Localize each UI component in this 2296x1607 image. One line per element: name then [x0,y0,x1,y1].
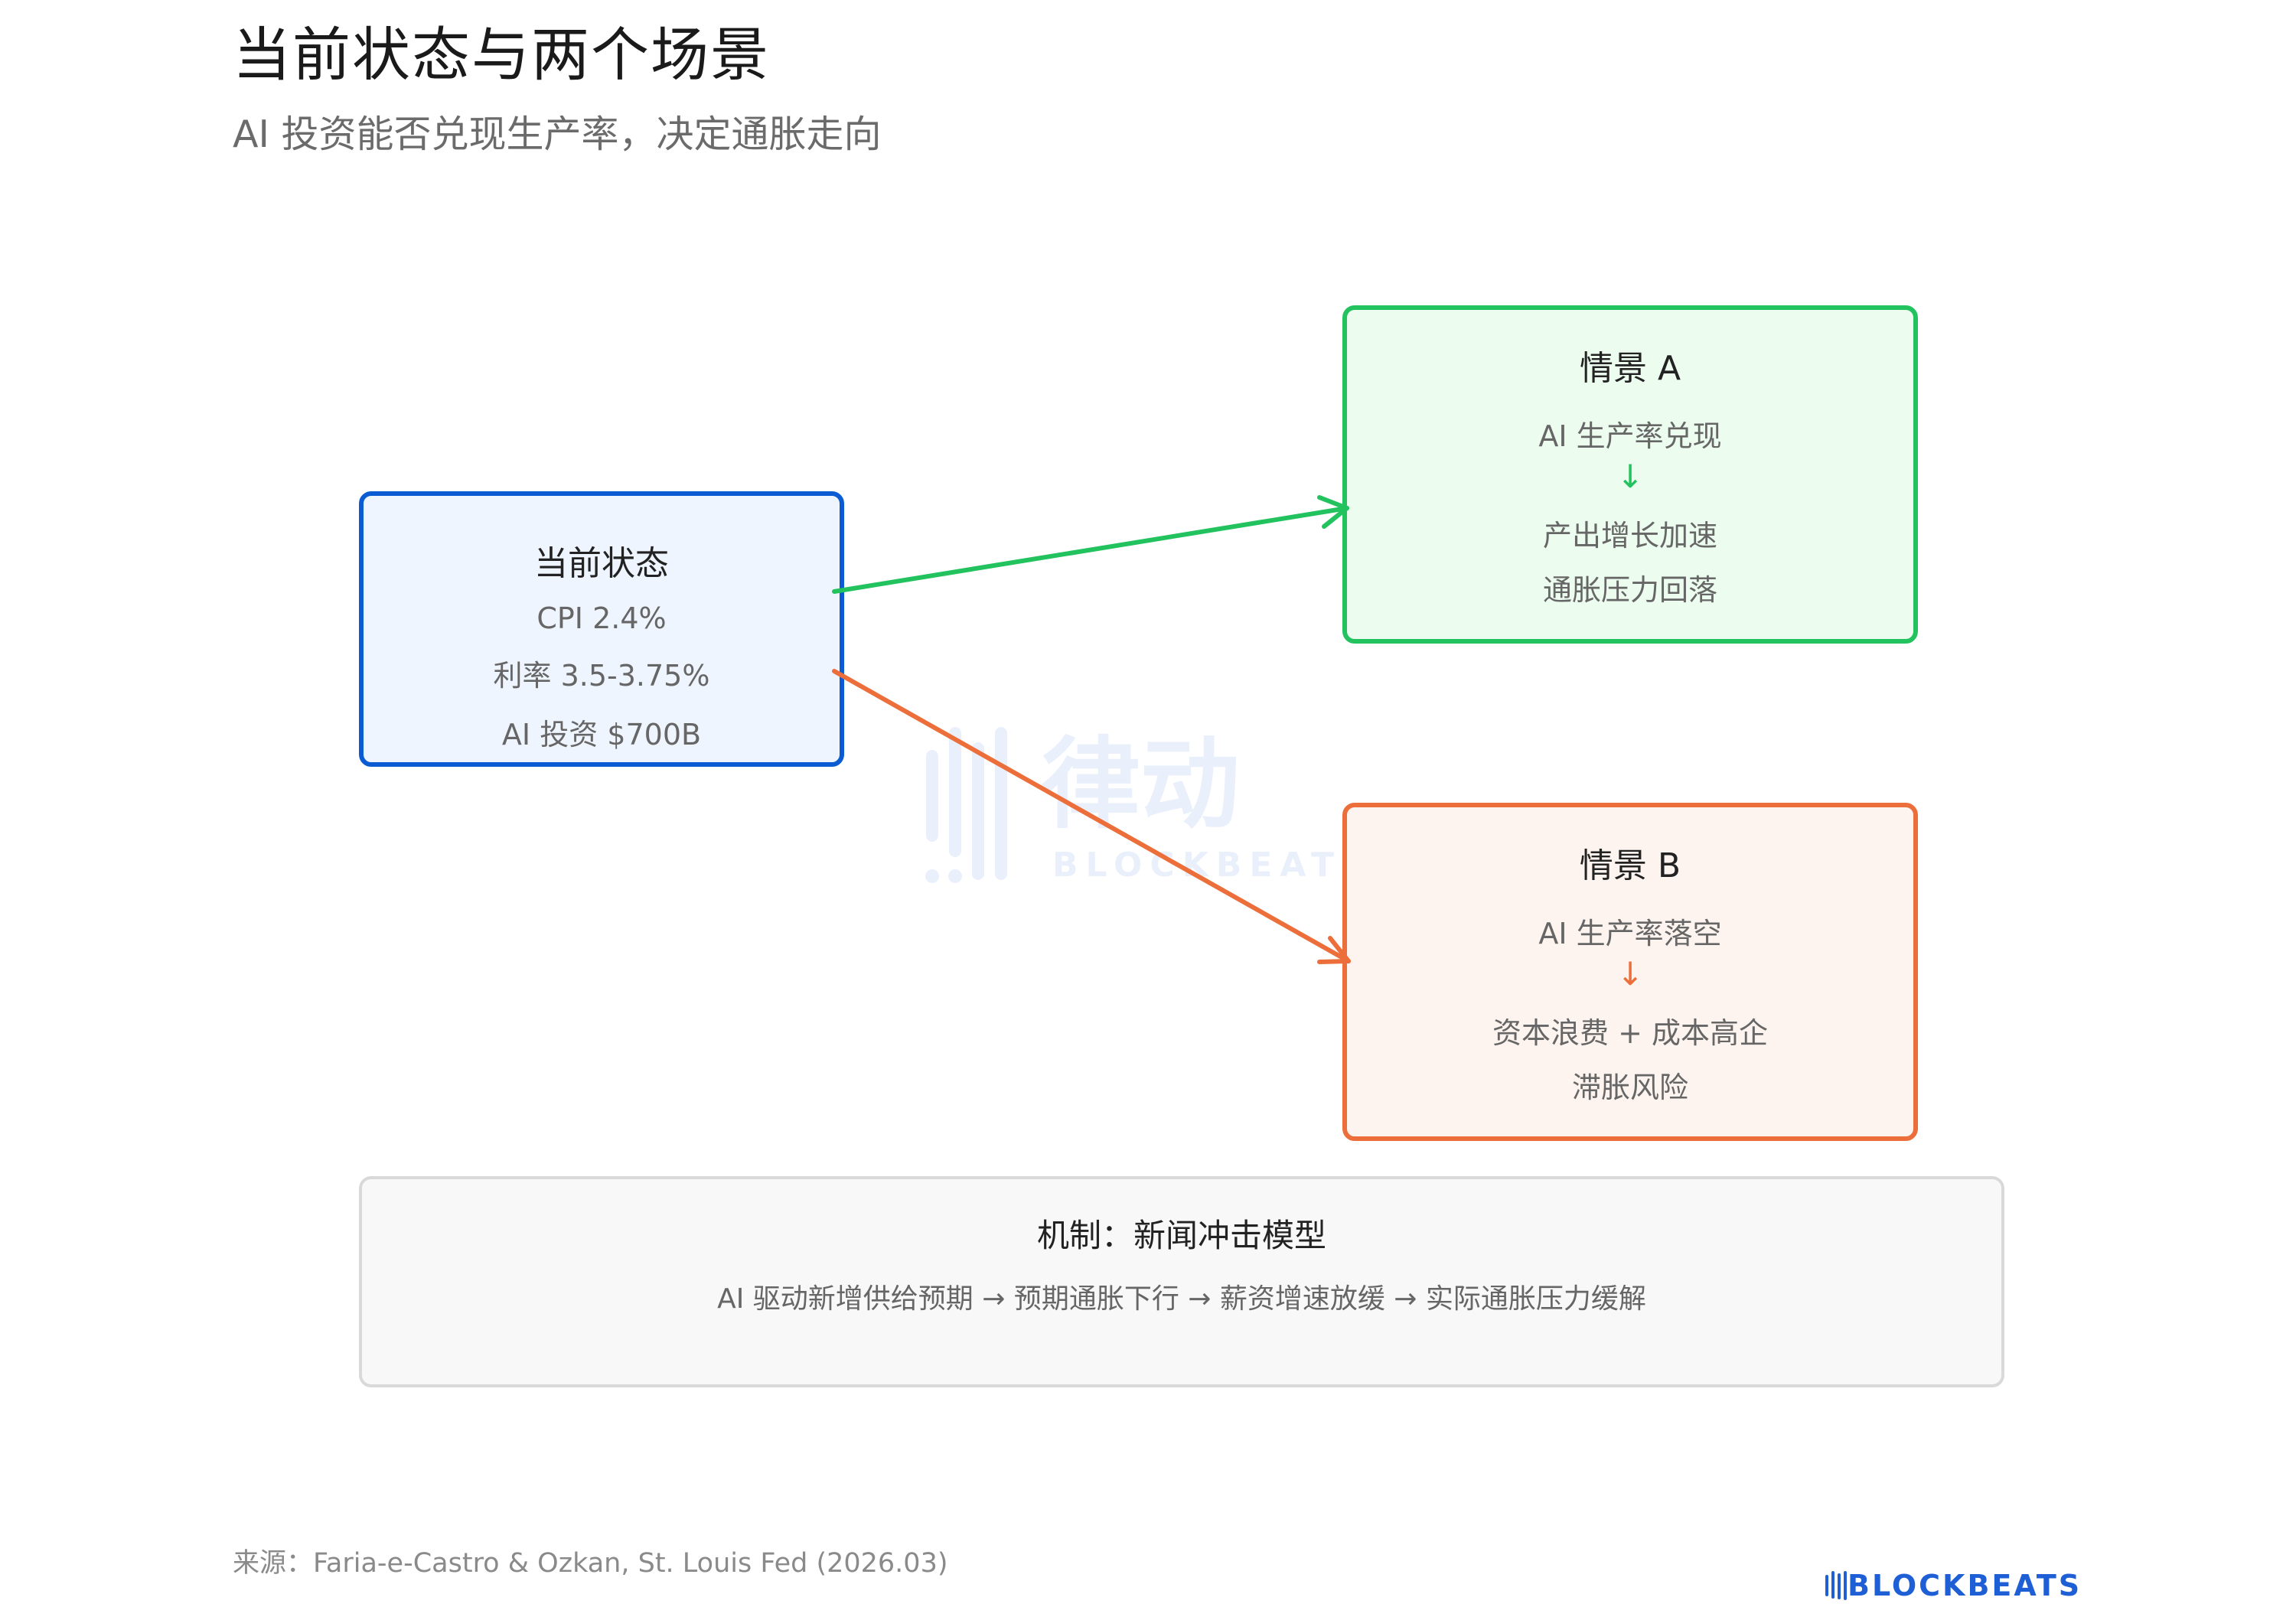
scenario-b-outcome-1: 资本浪费 + 成本高企 [1492,1016,1768,1050]
scenario-b-title: 情景 B [1579,846,1681,885]
scenario-a-outcome-1: 产出增长加速 [1542,519,1717,553]
source-note: 来源：Faria-e-Castro & Ozkan, St. Louis Fed… [233,1548,948,1579]
blockbeats-logo: BLOCKBEATS [1825,1569,2082,1602]
current-state-box: 当前状态 CPI 2.4% 利率 3.5-3.75% AI 投资 $700B [359,491,844,767]
scenario-a-box: 情景 A AI 生产率兑现 ↓ 产出增长加速 通胀压力回落 [1342,305,1918,644]
page-subtitle: AI 投资能否兑现生产率，决定通胀走向 [233,112,882,156]
scenario-b-trigger: AI 生产率落空 [1538,917,1722,950]
arrow-down-icon: ↓ [1616,955,1644,993]
arrow-right-up-icon [832,495,1349,594]
scenario-a-title: 情景 A [1579,349,1681,388]
page-title: 当前状态与两个场景 [233,21,770,89]
arrow-right-down-icon [832,669,1351,964]
arrow-down-icon: ↓ [1616,458,1644,495]
current-cpi: CPI 2.4% [536,601,667,635]
mechanism-chain: AI 驱动新增供给预期 → 预期通胀下行 → 薪资增速放缓 → 实际通胀压力缓解 [717,1283,1646,1315]
logo-text: BLOCKBEATS [1848,1569,2082,1602]
current-state-title: 当前状态 [534,544,669,583]
current-rate: 利率 3.5-3.75% [493,659,710,693]
blockbeats-bars-icon [1825,1571,1847,1600]
watermark: 律动 BLOCKBEATS [925,726,1374,885]
scenario-a-trigger: AI 生产率兑现 [1538,419,1722,453]
mechanism-title: 机制：新闻冲击模型 [1036,1217,1326,1254]
watermark-cn: 律动 [1041,726,1240,843]
scenario-a-outcome-2: 通胀压力回落 [1542,573,1717,607]
mechanism-box: 机制：新闻冲击模型 AI 驱动新增供给预期 → 预期通胀下行 → 薪资增速放缓 … [359,1176,2004,1387]
watermark-en: BLOCKBEATS [1052,846,1374,885]
scenario-b-box: 情景 B AI 生产率落空 ↓ 资本浪费 + 成本高企 滞胀风险 [1342,803,1918,1141]
current-ai-investment: AI 投资 $700B [501,718,702,751]
scenario-b-outcome-2: 滞胀风险 [1571,1071,1688,1104]
